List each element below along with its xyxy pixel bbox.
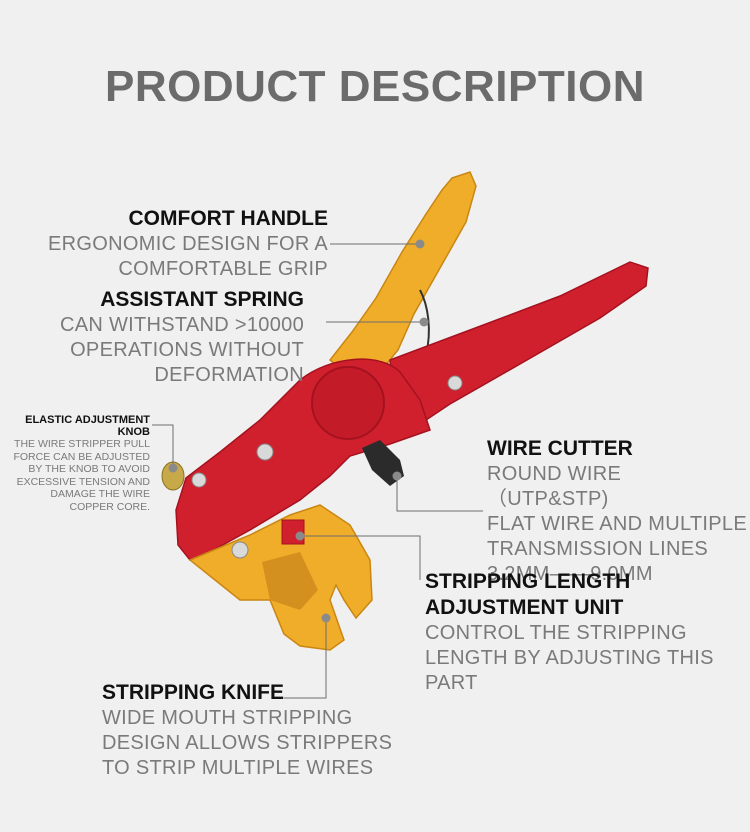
stripping-length-heading: STRIPPING LENGTH	[425, 570, 631, 593]
stripping-knife-desc-line: DESIGN ALLOWS STRIPPERS	[102, 732, 393, 754]
elastic-knob-desc-line: DAMAGE THE WIRE	[50, 488, 150, 500]
assistant-spring-label: ASSISTANT SPRING CAN WITHSTAND >10000 OP…	[4, 287, 304, 388]
elastic-knob-heading: ELASTIC ADJUSTMENT	[25, 414, 150, 426]
stripping-length-desc-line: LENGTH BY ADJUSTING THIS	[425, 647, 714, 669]
elastic-knob-label: ELASTIC ADJUSTMENT KNOB THE WIRE STRIPPE…	[5, 414, 150, 513]
elastic-knob-desc-line: THE WIRE STRIPPER PULL	[14, 438, 150, 450]
stripping-knife-desc-line: TO STRIP MULTIPLE WIRES	[102, 757, 374, 779]
stripping-length-desc-line: CONTROL THE STRIPPING	[425, 622, 687, 644]
leader-dots	[168, 239, 429, 623]
comfort-handle-heading: COMFORT HANDLE	[128, 207, 328, 230]
assistant-spring-desc-line: DEFORMATION	[154, 364, 304, 386]
assistant-spring-heading: ASSISTANT SPRING	[100, 288, 304, 311]
leader-wire-cutter	[396, 476, 483, 512]
pivot-disc	[311, 366, 385, 440]
leader-stripping-length	[300, 535, 421, 580]
leader-lines	[152, 243, 483, 699]
leader-elastic-knob	[152, 424, 174, 468]
wire-cutter-heading: WIRE CUTTER	[487, 437, 633, 460]
assistant-spring-desc-line: OPERATIONS WITHOUT	[70, 339, 304, 361]
wire-cutter-desc-line: TRANSMISSION LINES	[487, 538, 708, 560]
assistant-spring-desc-line: CAN WITHSTAND >10000	[59, 314, 304, 336]
wire-cutter-desc-line: 3.2MM——9.0MM	[487, 563, 653, 585]
wire-cutter-desc-line: FLAT WIRE AND MULTIPLE	[487, 513, 747, 535]
jaw-shadow	[262, 552, 318, 610]
elastic-knob-desc-line: FORCE CAN BE ADJUSTED	[13, 450, 150, 463]
stripping-knife-label: STRIPPING KNIFE WIDE MOUTH STRIPPING DES…	[102, 680, 402, 781]
page-title: PRODUCT DESCRIPTION	[105, 62, 645, 111]
comfort-handle-desc-line: ERGONOMIC DESIGN FOR A	[48, 233, 328, 255]
stripping-length-heading: ADJUSTMENT UNIT	[425, 596, 624, 619]
elastic-knob-heading: KNOB	[117, 426, 150, 438]
stripping-knife-heading: STRIPPING KNIFE	[102, 681, 285, 704]
comfort-handle-desc-line: COMFORTABLE GRIP	[118, 258, 328, 280]
stripping-length-label: STRIPPING LENGTH ADJUSTMENT UNIT CONTROL…	[425, 569, 725, 696]
rivet	[191, 472, 207, 488]
elastic-knob-desc-line: COPPER CORE.	[69, 500, 150, 513]
rivet	[256, 443, 274, 461]
elastic-knob-desc-line: BY THE KNOB TO AVOID	[28, 463, 150, 475]
stripping-knife-desc-line: WIDE MOUTH STRIPPING	[102, 707, 353, 729]
comfort-handle-label: COMFORT HANDLE ERGONOMIC DESIGN FOR A CO…	[8, 206, 328, 282]
wire-cutter-desc-line: ROUND WIRE （UTP&STP)	[487, 463, 622, 510]
stripping-length-desc-line: PART	[425, 672, 478, 694]
rivet	[447, 375, 463, 391]
elastic-knob-desc-line: EXCESSIVE TENSION AND	[16, 475, 150, 488]
leader-stripping-knife	[284, 618, 327, 699]
rivet	[231, 541, 249, 559]
wire-cutter-label: WIRE CUTTER ROUND WIRE （UTP&STP) FLAT WI…	[487, 436, 747, 587]
